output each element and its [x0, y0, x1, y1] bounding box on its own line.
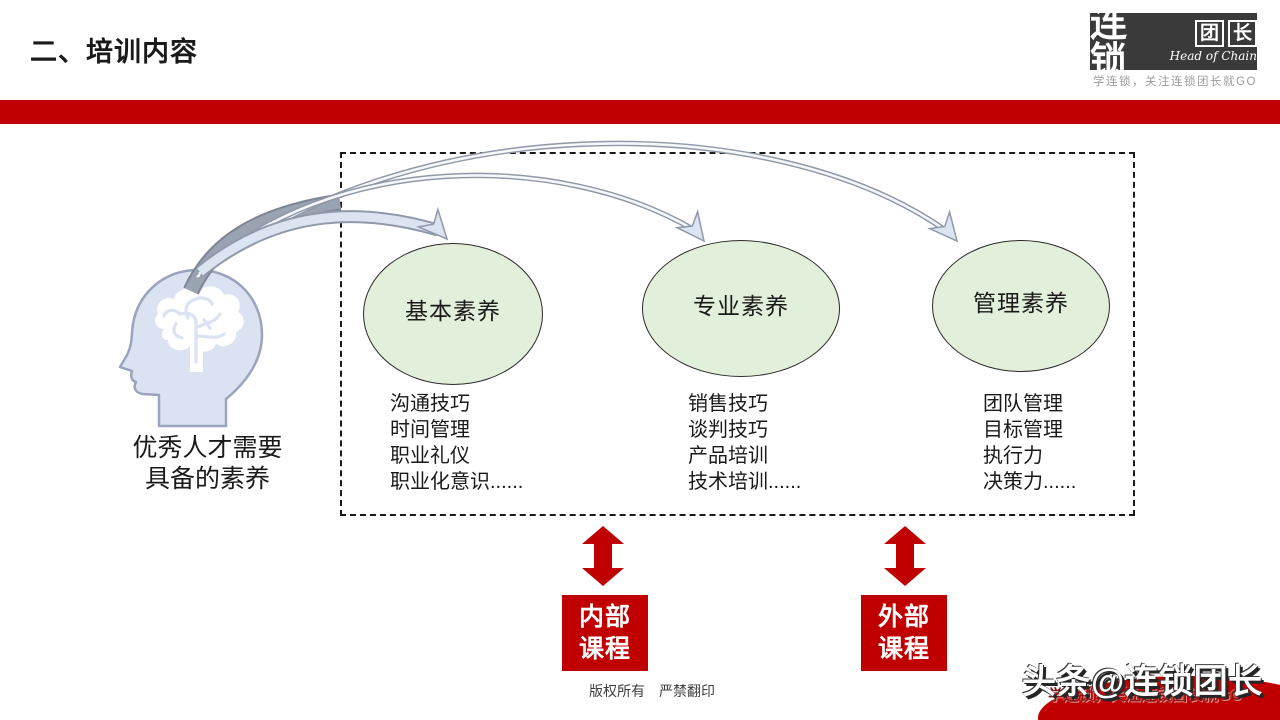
logo-main-text: 连锁: [1090, 2, 1129, 81]
course-tag-internal: 内部 课程: [562, 595, 648, 671]
watermark-main-text: 头条@连锁团长: [1022, 663, 1263, 701]
quality-list-item: 沟通技巧: [390, 393, 470, 415]
course-tag-line: 内部: [578, 603, 631, 631]
brain-branches: [162, 296, 226, 364]
head-brain-icon: [118, 268, 264, 428]
logo-boxed-char: 团: [1194, 20, 1224, 47]
quality-ellipse-basic: 基本素养: [363, 243, 543, 385]
quality-list-item: 职业礼仪: [390, 445, 470, 467]
double-arrow-internal: [582, 526, 624, 586]
quality-ellipse-professional: 专业素养: [642, 240, 840, 377]
quality-list-item: 团队管理: [983, 393, 1063, 415]
quality-list-item: 执行力: [983, 445, 1043, 467]
course-tag-line: 课程: [877, 635, 930, 663]
course-tag-line: 课程: [578, 635, 631, 663]
course-tag-external: 外部 课程: [861, 595, 947, 671]
quality-list-item: 销售技巧: [688, 393, 768, 415]
source-label-line2: 具备的素养: [144, 464, 270, 493]
source-label: 优秀人才需要 具备的素养: [100, 433, 315, 494]
quality-list-basic: 沟通技巧 时间管理 职业礼仪 职业化意识......: [390, 391, 523, 495]
quality-list-item: 技术培训......: [688, 471, 802, 493]
quality-list-management: 团队管理 目标管理 执行力 决策力......: [983, 391, 1076, 495]
course-tag-line: 外部: [877, 603, 930, 631]
quality-list-item: 时间管理: [390, 419, 470, 441]
quality-list-item: 决策力......: [983, 471, 1077, 493]
logo-subtitle: Head of Chain: [1169, 49, 1257, 63]
logo-tagline: 学连锁，关注连锁团长就GO: [1093, 76, 1257, 88]
watermark-sub-text: 学连锁，关注连锁团长就GO: [1048, 687, 1243, 704]
quality-list-professional: 销售技巧 谈判技巧 产品培训 技术培训......: [688, 391, 801, 495]
quality-list-item: 谈判技巧: [688, 419, 768, 441]
logo-boxed-row: 团 长: [1194, 20, 1257, 47]
source-label-line1: 优秀人才需要: [132, 434, 283, 462]
brand-logo: 连锁 团 长 Head of Chain: [1090, 5, 1257, 79]
quality-ellipse-label: 专业素养: [693, 292, 789, 319]
header-red-bar: [0, 100, 1280, 124]
quality-list-item: 职业化意识......: [390, 471, 524, 493]
quality-list-item: 产品培训: [688, 445, 768, 467]
quality-ellipse-label: 管理素养: [973, 290, 1069, 316]
double-arrow-external: [884, 526, 926, 586]
quality-ellipse-management: 管理素养: [932, 240, 1110, 372]
quality-list-item: 目标管理: [983, 419, 1063, 441]
copyright-text: 版权所有 严禁翻印: [589, 683, 715, 699]
logo-right-block: 团 长 Head of Chain: [1170, 20, 1257, 63]
page-title: 二、培训内容: [30, 37, 198, 67]
quality-ellipse-label: 基本素养: [405, 298, 501, 324]
logo-boxed-char: 长: [1227, 20, 1257, 47]
